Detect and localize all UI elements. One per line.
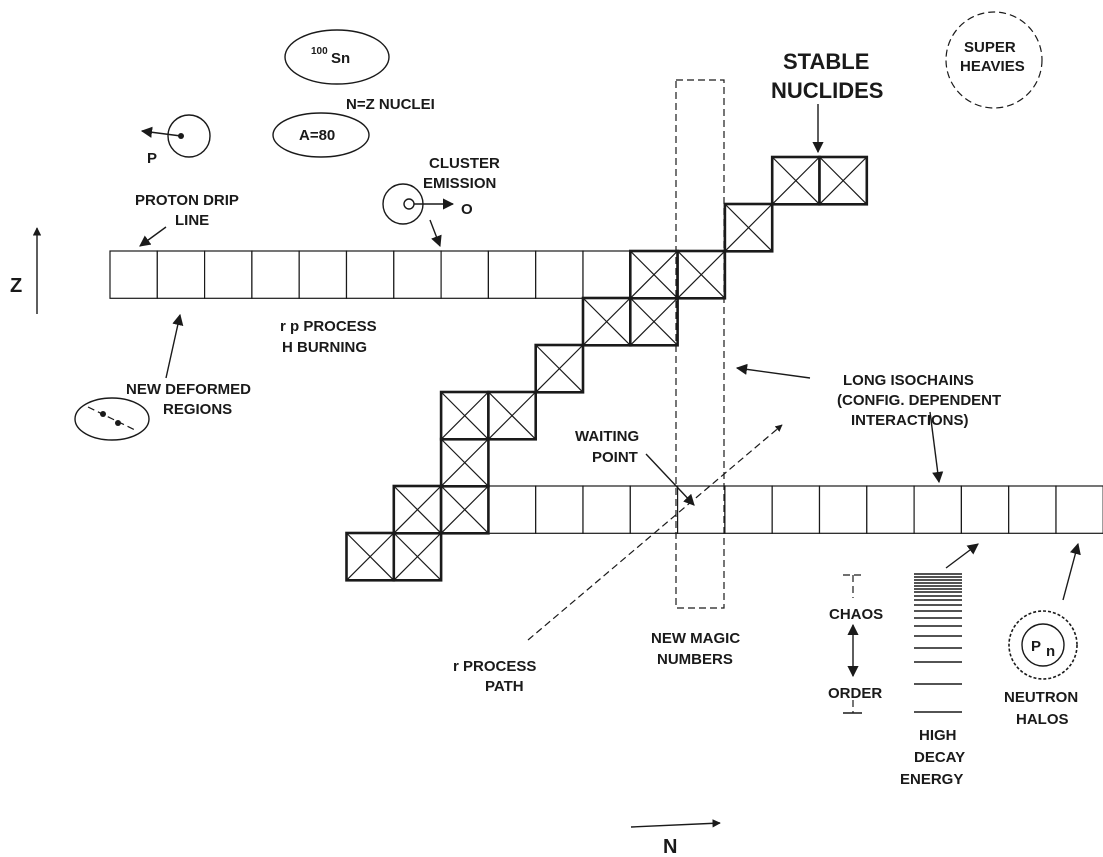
chaos-label: CHAOS — [829, 606, 883, 623]
waiting-point-label-2: POINT — [592, 449, 638, 466]
deformed-label-1: NEW DEFORMED — [126, 381, 251, 398]
neutron-row-cell — [1056, 486, 1103, 533]
proton-drip-cell — [583, 251, 630, 298]
svg-text:HEAVIES: HEAVIES — [960, 58, 1025, 75]
proton-drip-cell — [299, 251, 346, 298]
isochains-label-2: (CONFIG. DEPENDENT — [837, 392, 1001, 409]
neutron-row-cell — [867, 486, 914, 533]
neutron-halo-icon: P n — [1009, 611, 1077, 679]
proton-drip-cell — [347, 251, 394, 298]
deformed-regions-arrow — [166, 315, 180, 378]
neutron-row-cell — [678, 486, 725, 533]
neutron-halo-arrow — [1063, 544, 1078, 600]
z-axis-label: Z — [10, 275, 22, 297]
proton-drip-cell — [205, 251, 252, 298]
proton-drip-arrow — [140, 227, 166, 246]
proton-drip-cell — [252, 251, 299, 298]
decay-label-2: DECAY — [914, 749, 965, 766]
deformed-label-2: REGIONS — [163, 401, 232, 418]
neutron-row-cell — [488, 486, 535, 533]
r-process-label-2: PATH — [485, 678, 524, 695]
neutron-side-cells — [488, 486, 1103, 533]
neutron-row-cell — [630, 486, 677, 533]
svg-text:n: n — [1046, 643, 1055, 660]
sn100-ellipse: 100 Sn — [285, 30, 389, 84]
nz-nuclei-label: N=Z NUCLEI — [346, 96, 435, 113]
deformed-nucleus-icon — [75, 398, 149, 440]
cluster-label-2: EMISSION — [423, 175, 496, 192]
stable-nuclides-label-2: NUCLIDES — [771, 78, 883, 103]
proton-drip-cell — [441, 251, 488, 298]
magic-numbers-label-2: NUMBERS — [657, 651, 733, 668]
order-label: ORDER — [828, 685, 882, 702]
neutron-row-cell — [583, 486, 630, 533]
cluster-label-1: CLUSTER — [429, 155, 500, 172]
proton-drip-cell — [110, 251, 157, 298]
proton-drip-cell — [488, 251, 535, 298]
proton-label: P — [147, 150, 157, 167]
isochains-label-3: INTERACTIONS) — [851, 412, 969, 429]
proton-drip-label-2: LINE — [175, 212, 209, 229]
oxygen-label: O — [461, 201, 473, 218]
magic-numbers-label-1: NEW MAGIC — [651, 630, 740, 647]
svg-text:P: P — [1031, 638, 1041, 655]
neutron-row-cell — [961, 486, 1008, 533]
svg-text:SUPER: SUPER — [964, 39, 1016, 56]
a80-ellipse: A=80 — [273, 113, 369, 157]
proton-drip-cell — [157, 251, 204, 298]
isochains-arrow-left — [737, 368, 810, 378]
proton-drip-cell — [536, 251, 583, 298]
neutron-row-cell — [536, 486, 583, 533]
waiting-point-label-1: WAITING — [575, 428, 639, 445]
neutron-row-cell — [820, 486, 867, 533]
neutron-row-cell — [772, 486, 819, 533]
svg-text:A=80: A=80 — [299, 127, 335, 144]
n-axis-arrow — [631, 823, 720, 827]
n-axis-label: N — [663, 836, 677, 857]
proton-drip-cell — [394, 251, 441, 298]
svg-text:100: 100 — [311, 46, 328, 57]
rp-process-label-1: r p PROCESS — [280, 318, 377, 335]
cluster-arrow — [430, 220, 440, 246]
neutron-row-cell — [914, 486, 961, 533]
neutron-row-cell — [725, 486, 772, 533]
proton-drip-line-cells — [110, 251, 678, 298]
isochains-label-1: LONG ISOCHAINS — [843, 372, 974, 389]
super-heavies-circle: SUPER HEAVIES — [946, 12, 1042, 108]
stable-nuclides-label-1: STABLE — [783, 49, 869, 74]
proton-drip-label-1: PROTON DRIP — [135, 192, 239, 209]
decay-label-3: ENERGY — [900, 771, 963, 788]
neutron-row-cell — [1009, 486, 1056, 533]
neutron-halos-label-1: NEUTRON — [1004, 689, 1078, 706]
neutron-halos-label-2: HALOS — [1016, 711, 1069, 728]
r-process-label-1: r PROCESS — [453, 658, 536, 675]
decay-energy-levels — [914, 574, 962, 712]
decay-label-1: HIGH — [919, 727, 957, 744]
decay-energy-arrow — [946, 544, 978, 568]
rp-process-label-2: H BURNING — [282, 339, 367, 356]
svg-text:Sn: Sn — [331, 50, 350, 67]
